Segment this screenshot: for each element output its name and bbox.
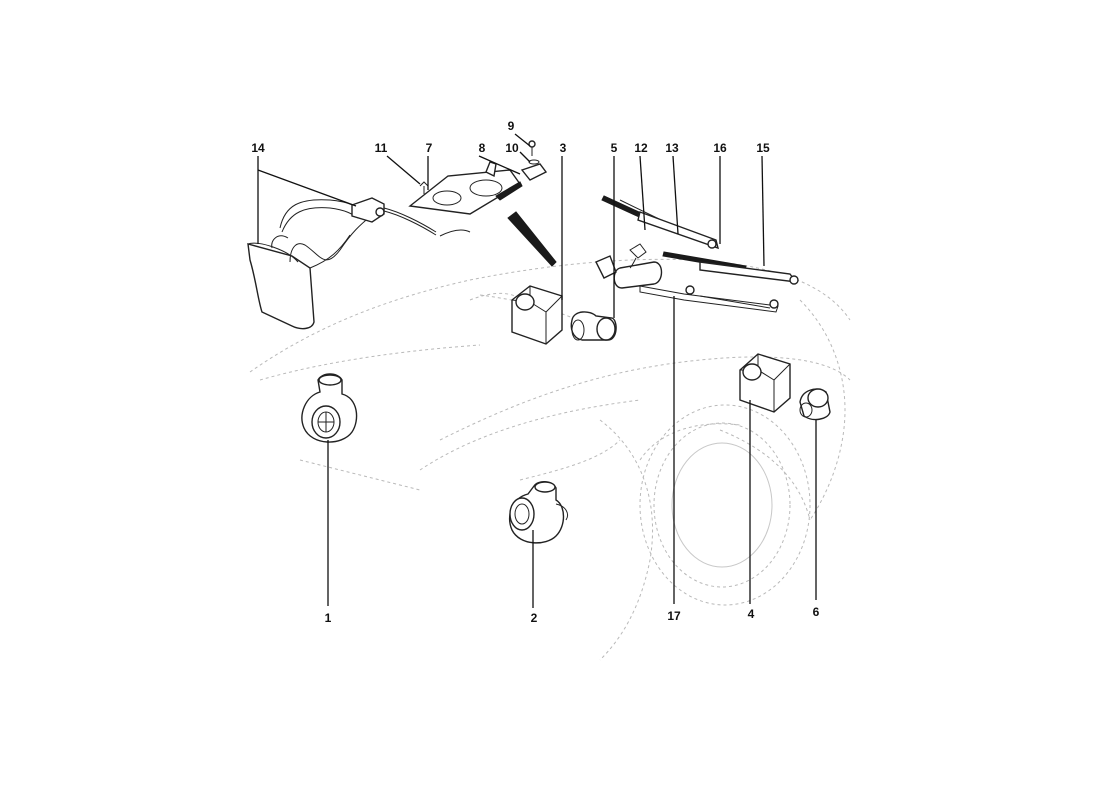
callout-3: 3 <box>560 141 567 155</box>
elbow-duct <box>570 311 617 341</box>
elbow-duct-right <box>799 388 831 421</box>
callout-11: 11 <box>375 141 388 155</box>
washer-reservoir <box>247 197 471 330</box>
blower-fan-left <box>301 373 358 443</box>
callout-16: 16 <box>713 141 727 155</box>
leader-lines <box>257 133 817 608</box>
callout-1: 1 <box>325 611 332 625</box>
callout-6: 6 <box>813 605 820 619</box>
callout-2: 2 <box>531 611 538 625</box>
callout-10: 10 <box>505 141 519 155</box>
wiper-motor-linkage <box>595 243 779 313</box>
mounting-bracket <box>408 140 557 267</box>
callout-4: 4 <box>748 607 755 621</box>
heater-box-left <box>469 285 563 345</box>
callout-7: 7 <box>426 141 433 155</box>
callout-labels: 1 2 3 4 5 6 7 8 9 10 11 12 13 14 15 16 1… <box>251 119 819 625</box>
callout-17: 17 <box>667 609 681 623</box>
callout-8: 8 <box>479 141 486 155</box>
callout-15: 15 <box>756 141 770 155</box>
callout-12: 12 <box>634 141 648 155</box>
callout-13: 13 <box>665 141 679 155</box>
callout-9: 9 <box>508 119 515 133</box>
blower-fan-center <box>509 481 569 544</box>
heater-box-right <box>739 353 791 413</box>
callout-5: 5 <box>611 141 618 155</box>
callout-14: 14 <box>251 141 265 155</box>
